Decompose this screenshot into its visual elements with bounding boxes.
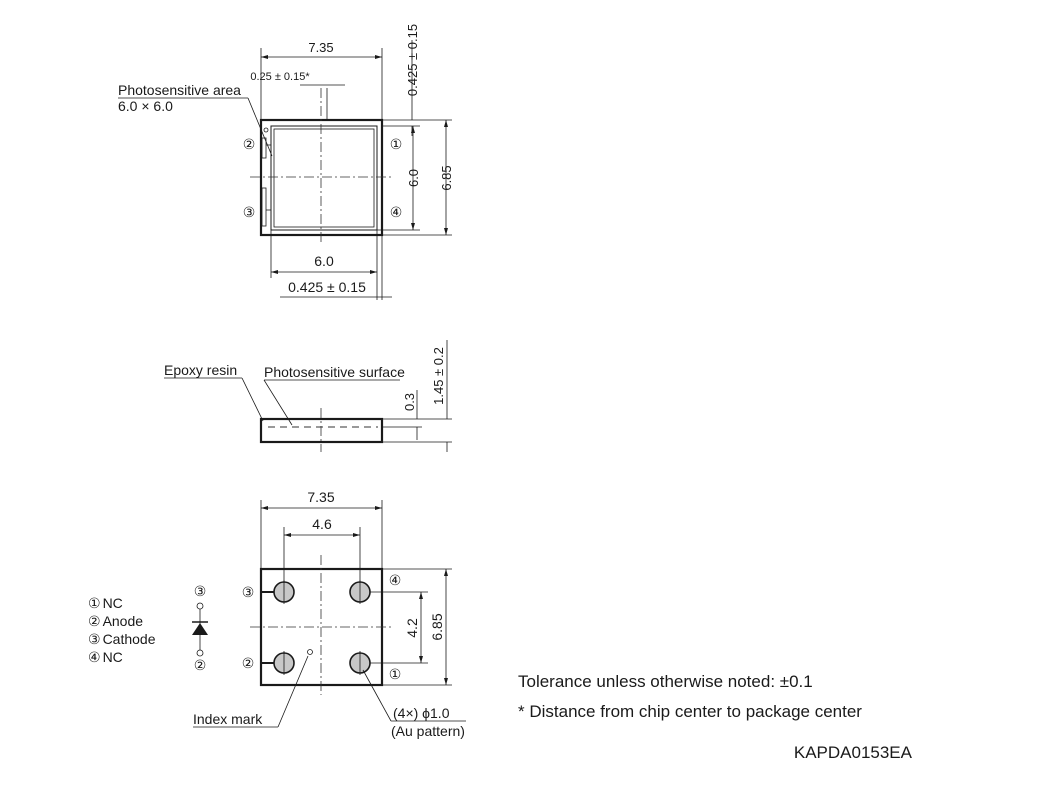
electrode-strip-2: [261, 137, 267, 159]
index-mark-leader: [277, 655, 309, 728]
bottom-width-label: 7.35: [307, 489, 334, 505]
legend-num-3: ③: [88, 631, 101, 647]
pad-material-label: (Au pattern): [391, 723, 465, 739]
side-view: Epoxy resin Photosensitive surface 0.3 1…: [164, 340, 452, 452]
photosensitive-area-label: Photosensitive area: [118, 82, 241, 98]
pad-pitch-x-label: 4.6: [312, 516, 332, 532]
top-pin-1: ①: [390, 136, 403, 152]
footnote: * Distance from chip center to package c…: [518, 702, 862, 721]
top-pin-3: ③: [243, 204, 256, 220]
bottom-height-label: 6.85: [429, 613, 445, 640]
top-width-label: 7.35: [308, 40, 333, 55]
legend-num-1: ①: [88, 595, 101, 611]
bottom-pin-3: ③: [242, 584, 255, 600]
top-pin-4: ④: [390, 204, 403, 220]
top-height-label: 6.85: [439, 165, 454, 190]
index-mark: [307, 649, 313, 655]
photosensitive-area-size: 6.0 × 6.0: [118, 98, 173, 114]
side-package-outline: [259, 417, 384, 444]
photosensitive-area-outline-inner: [273, 128, 375, 228]
top-view: 7.35 0.25 ± 0.15* Photosensitive area 6.…: [118, 24, 454, 300]
photodiode-symbol-icon: ③ ②: [192, 583, 208, 673]
top-margin-label: 0.425 ± 0.15: [405, 24, 420, 96]
top-index-dot: [263, 127, 269, 133]
legend-name-2: Anode: [103, 613, 144, 629]
legend-name-3: Cathode: [103, 631, 156, 647]
svg-text:①NC: ①NC: [88, 595, 123, 611]
top-pin-2: ②: [243, 136, 256, 152]
chip-offset-label: 0.25 ± 0.15*: [250, 71, 310, 83]
photosensitive-leader: [247, 97, 273, 157]
electrode-strip-3: [261, 187, 267, 227]
top-package-outline: [259, 118, 384, 237]
area-width-label: 6.0: [314, 253, 334, 269]
pad-diameter-label: (4×) ϕ1.0: [393, 705, 450, 721]
diode-bottom-pin: ②: [194, 657, 207, 673]
epoxy-leader: [241, 377, 264, 422]
pad-leader: [362, 669, 392, 722]
legend-num-2: ②: [88, 613, 101, 629]
svg-text:④NC: ④NC: [88, 649, 123, 665]
bottom-pin-1: ①: [389, 666, 402, 682]
drawing-code: KAPDA0153EA: [794, 743, 913, 762]
index-mark-label: Index mark: [193, 711, 263, 727]
bottom-view: 7.35 4.6 4.2 6.85 ③ ② ④ ① Index mark (4×…: [193, 489, 466, 739]
resin-thickness-label: 0.3: [402, 393, 417, 411]
pad-pitch-y-label: 4.2: [404, 618, 420, 638]
area-height-label: 6.0: [406, 169, 421, 187]
bottom-pin-4: ④: [389, 572, 402, 588]
tolerance-note: Tolerance unless otherwise noted: ±0.1: [518, 672, 813, 691]
photosensitive-surface-label: Photosensitive surface: [264, 364, 405, 380]
bottom-pin-2: ②: [242, 655, 255, 671]
legend-name-4: NC: [103, 649, 123, 665]
surface-leader: [263, 379, 293, 426]
photosensitive-area-outline-outer: [270, 125, 378, 231]
right-margin-label: 0.425 ± 0.15: [288, 279, 366, 295]
legend-name-1: NC: [103, 595, 123, 611]
epoxy-resin-label: Epoxy resin: [164, 362, 237, 378]
diode-top-pin: ③: [194, 583, 207, 599]
legend-num-4: ④: [88, 649, 101, 665]
total-thickness-label: 1.45 ± 0.2: [431, 347, 446, 405]
